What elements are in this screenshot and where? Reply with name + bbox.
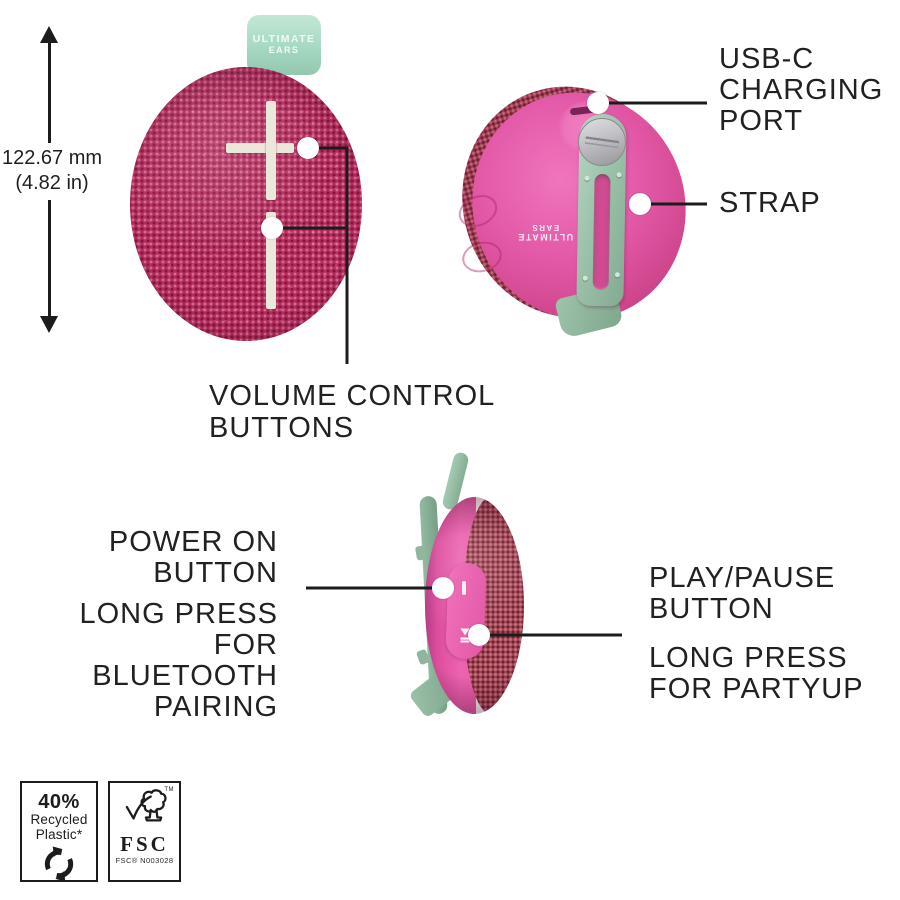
label-line: POWER ON (108, 526, 278, 558)
brand-tab-text: EARS (268, 45, 300, 55)
strap-label: STRAP (719, 188, 821, 219)
strap-callout-dot (629, 193, 651, 215)
label-line: PORT (719, 105, 804, 137)
volume-down-callout-dot (261, 217, 283, 239)
dimension-value-mm: 122.67 mm (1, 147, 103, 169)
volume-down-button (266, 212, 276, 309)
volume-up-button (266, 101, 276, 200)
power-on-label: POWER ON BUTTON LONG PRESS FOR BLUETOOTH… (38, 527, 278, 723)
dimension-arrow-up-icon (40, 26, 58, 43)
power-callout-dot (432, 577, 454, 599)
label-line: BLUETOOTH (92, 660, 278, 692)
usb-charging-port-label: USB-C CHARGING PORT (719, 44, 883, 137)
dimension-value-in: (4.82 in) (15, 172, 89, 194)
label-line: PLAY/PAUSE (649, 562, 836, 594)
brand-tab-text: ULTIMATE (252, 33, 316, 45)
label-line: VOLUME CONTROL (209, 380, 496, 412)
volume-control-label: VOLUME CONTROL BUTTONS (209, 380, 495, 444)
fsc-wordmark: FSC (120, 832, 169, 856)
dimension-annotation: 122.67 mm (4.82 in) (0, 146, 104, 196)
label-line: BUTTON (649, 593, 774, 625)
recycled-plastic-badge: 40% Recycled Plastic* (20, 781, 98, 882)
recycled-percent: 40% (38, 791, 80, 813)
label-line: CHARGING (719, 74, 884, 106)
label-line: LONG PRESS (79, 598, 278, 630)
label-line: PAIRING (153, 691, 278, 723)
volume-up-button (226, 143, 294, 153)
label-line: LONG PRESS (649, 642, 848, 674)
sphere-shading (130, 67, 362, 341)
recycled-text: Recycled (30, 812, 88, 827)
play-pause-callout-dot (468, 624, 490, 646)
power-button-icon (462, 581, 466, 595)
play-pause-label: PLAY/PAUSE BUTTON LONG PRESS FOR PARTYUP (649, 563, 864, 705)
usb-callout-dot (587, 92, 609, 114)
play-pause-icon (453, 628, 473, 643)
fsc-tm: TM (164, 787, 174, 793)
recycle-icon (22, 846, 96, 887)
volume-up-callout-line (308, 146, 349, 364)
fsc-badge: TM FSC FSC® N003028 (108, 781, 181, 882)
label-line: BUTTONS (209, 412, 355, 444)
label-line: USB-C (719, 43, 815, 75)
strap-screw-icon (578, 118, 626, 166)
brand-tab: ULTIMATE EARS (247, 15, 321, 75)
speaker-front-view (130, 67, 362, 341)
label-line: BUTTON (153, 557, 278, 589)
dimension-arrow-line (47, 200, 51, 316)
recycled-text: Plastic* (35, 827, 83, 842)
dimension-arrow-line (47, 43, 51, 143)
label-line: FOR PARTYUP (649, 673, 864, 705)
dimension-arrow-down-icon (40, 316, 58, 333)
fsc-tree-icon (110, 788, 179, 833)
volume-up-callout-dot (297, 137, 319, 159)
label-line: STRAP (719, 187, 821, 219)
label-line: FOR (213, 629, 278, 661)
fsc-license-code: FSC® N003028 (115, 856, 174, 865)
